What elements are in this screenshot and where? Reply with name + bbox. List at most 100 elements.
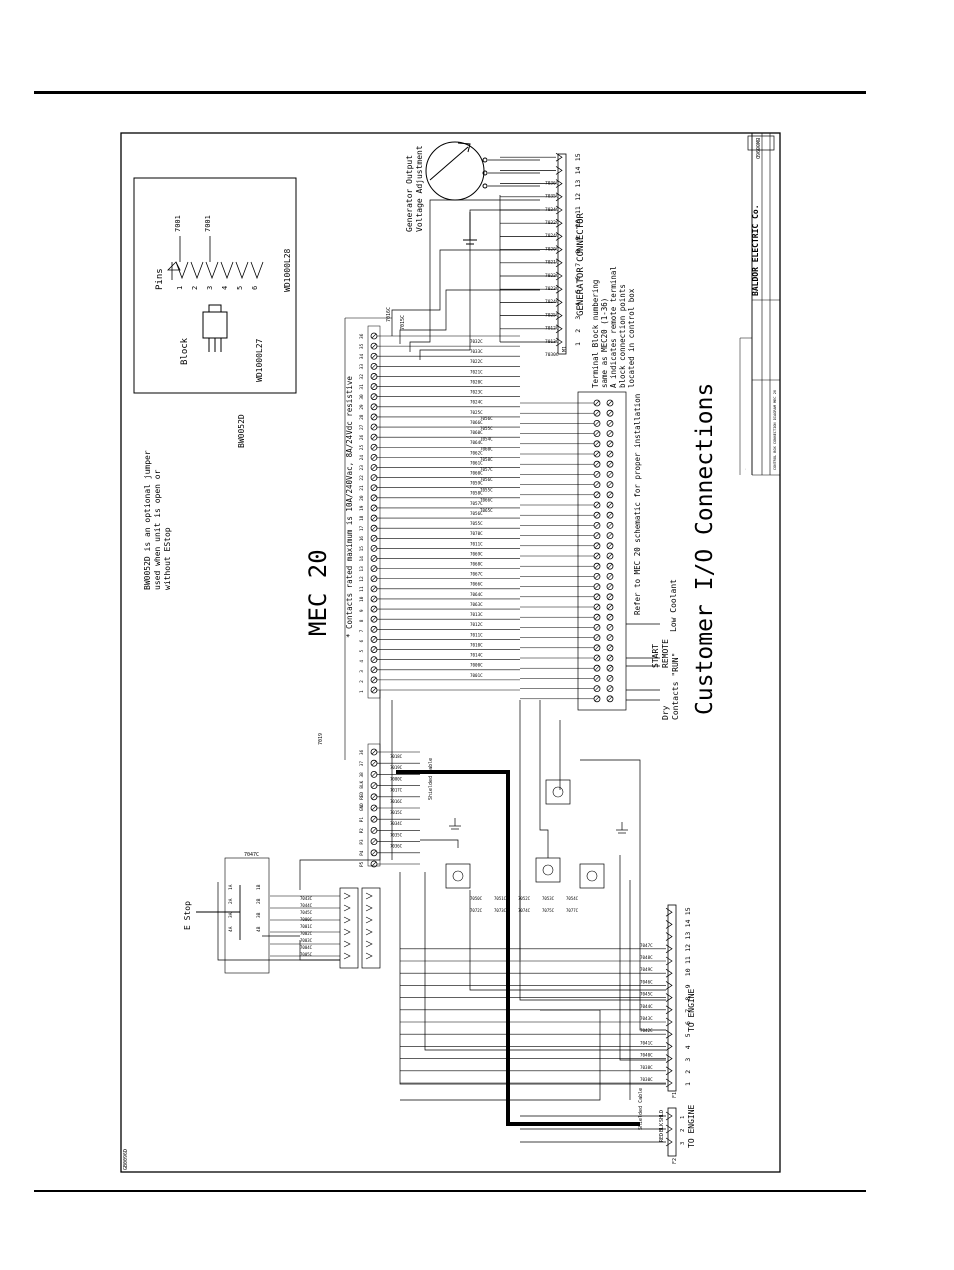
mec-terminal-number: 19 [359, 505, 365, 511]
inset-pin-label: 3 [206, 286, 214, 290]
mid-terminal-number-wrap: P1 [359, 817, 365, 823]
remote-terminal [606, 430, 614, 438]
wire-run [619, 855, 666, 1061]
mid-terminal-slash [371, 828, 377, 833]
remote-terminal [606, 675, 614, 682]
remote-terminal [606, 685, 614, 692]
remote-wire-label-wrap: 7058C [480, 457, 493, 462]
shielded-cable-label-2: Shielded Cable [638, 1088, 644, 1130]
remote-terminal-slash [594, 502, 600, 508]
mec-wire-label: 7010C [470, 642, 483, 647]
engine-connector-body [667, 904, 677, 1092]
mec-terminal-number-wrap: 20 [359, 495, 365, 501]
relay-wire-label: 7054C [566, 896, 579, 901]
remote-wire-label: 7065C [480, 508, 493, 513]
mec-terminal-number: 20 [359, 495, 365, 501]
mec-terminal-number: 17 [359, 525, 365, 531]
engine-pin-label: 12 [684, 944, 692, 952]
mec-wire-label-wrap: 7057C [470, 501, 483, 506]
remote-terminal-slash [607, 696, 613, 702]
svg-text:Voltage Adjustment: Voltage Adjustment [415, 145, 424, 232]
engine-pin-label-wrap: 14 [684, 919, 692, 927]
engine-wire-label-wrap: 7040C [640, 1053, 653, 1058]
mid-wire-label-wrap: 7017C [390, 788, 403, 793]
engine2-pin-label-wrap: 2 [680, 1129, 686, 1132]
gen-pin-chevron [555, 192, 563, 202]
inset-pin-label: 4 [221, 286, 229, 290]
engine-wire-label: 7045C [640, 992, 653, 997]
relay-wire-label: 7051C [494, 896, 507, 901]
engine-wire-label-wrap: 7041C [640, 1040, 653, 1045]
gen-pin-chevron [555, 179, 563, 188]
remote-terminal [606, 624, 614, 631]
mec-wire-label-wrap: 7066C [470, 582, 483, 587]
gen-wire-label-wrap: 7012C [545, 326, 559, 332]
estop-wire-label: 7045C [300, 910, 313, 915]
mid-wire-label: 7018C [390, 754, 403, 759]
mec-wire-label-wrap: 7025C [470, 410, 483, 415]
svg-text:7001: 7001 [204, 215, 212, 232]
wire-run [399, 872, 666, 1085]
mec-terminal-number: 35 [359, 343, 365, 349]
remote-terminal [606, 664, 614, 672]
mec-wire-label: 7066C [470, 420, 483, 425]
inset-pin-label: 6 [251, 286, 259, 290]
mec-terminal-number-wrap: 6 [359, 639, 365, 642]
svg-text:GENERATOR CONNECTOR: GENERATOR CONNECTOR [576, 212, 586, 316]
engine-wire-label-wrap: 7049C [640, 967, 653, 972]
mec-terminal-number-wrap: 4 [359, 660, 365, 663]
wire-run [419, 209, 540, 360]
engine-pin-label-wrap: 5 [684, 1033, 692, 1037]
wire-7016c-label: 7016C [386, 307, 392, 322]
jumper-chevron [365, 952, 373, 960]
gen-wire-label-wrap: 7034C [545, 207, 559, 213]
gen-pin-label: 14 [574, 166, 582, 174]
remote-terminal-slash [594, 584, 600, 589]
gen-wire-label-wrap: 7023C [545, 286, 559, 292]
mid-wire-label-wrap: 7015C [390, 810, 403, 815]
mec-terminal-number: 21 [359, 485, 365, 491]
engine2-pin-label: 2 [680, 1129, 686, 1132]
gen-wire-label: 7013C [545, 339, 559, 345]
mid-wire-label: 7034C [390, 821, 403, 826]
relay-wire-label-wrap: 7074C [518, 908, 531, 913]
svg-text:START: START [651, 644, 660, 668]
gen-wire-label: 7021C [545, 260, 559, 266]
estop-pin-label: 2B [256, 898, 262, 904]
gen-pin-chevron [555, 284, 563, 294]
remote-terminal [606, 613, 614, 621]
remote-terminal-slash [607, 614, 613, 620]
mec-terminal-slash [371, 445, 377, 450]
engine-pin-chevron [665, 1005, 673, 1015]
svg-text:same as MEC20 (1-36): same as MEC20 (1-36) [600, 298, 609, 388]
relay-wire-label-wrap: 7050C [470, 896, 483, 901]
gen-pin-chevron [555, 232, 563, 241]
mec-terminal-slash [371, 465, 377, 470]
mec-wire-label-wrap: 7023C [470, 390, 483, 395]
mec-wire-label-wrap: 7001C [470, 673, 483, 678]
remote-terminal [606, 603, 614, 611]
mec-terminal-number: 16 [359, 536, 365, 542]
gen-pin-label: 1 [574, 342, 582, 346]
engine-pin-chevron [665, 1042, 673, 1051]
mec-wire-label: 7064C [470, 592, 483, 597]
remote-terminal-slash [594, 431, 600, 436]
relay-body [445, 863, 471, 889]
jumper-part: BW0052D [237, 414, 246, 448]
remote-terminal-slash [607, 451, 613, 457]
mid-terminal-number: 36 [359, 749, 365, 755]
svg-text:Block: Block [180, 337, 190, 365]
mec-terminal-number: 4 [359, 660, 365, 663]
mec-terminal-number: 25 [359, 445, 365, 451]
wire-run [299, 690, 381, 890]
mec-wire-label-wrap: 7070C [470, 531, 483, 536]
mec-terminal-slash [371, 647, 377, 652]
engine-pin-label: 3 [684, 1058, 692, 1062]
remote-wire-label: 7057C [480, 467, 493, 472]
wire-run [469, 890, 666, 991]
relay-body [535, 857, 561, 883]
jumper-chevron [343, 916, 351, 924]
jumper-chevron [343, 928, 351, 936]
